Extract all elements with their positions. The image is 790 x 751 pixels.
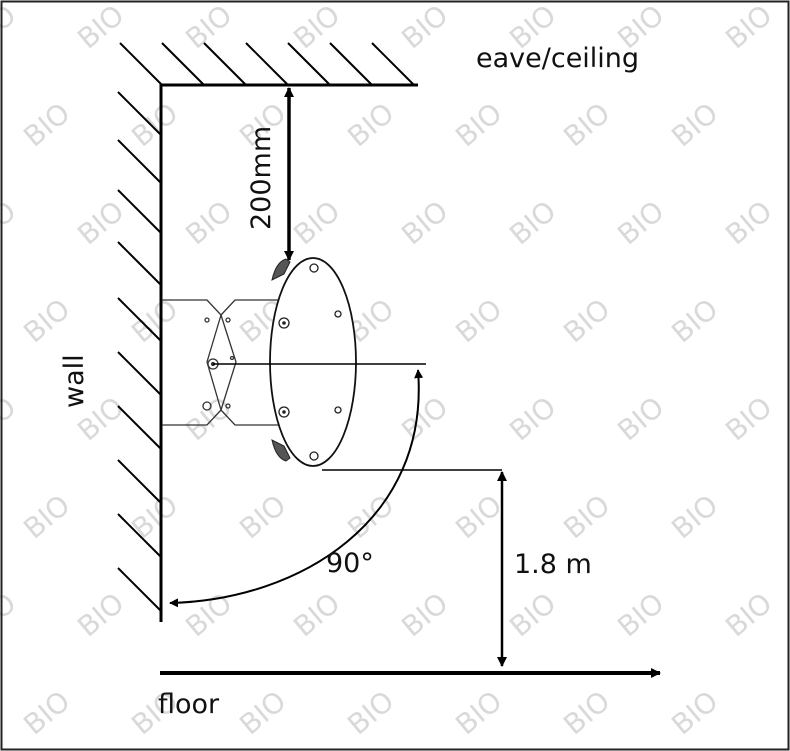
watermark-text: BIO	[665, 684, 724, 741]
watermark-text: BIO	[71, 0, 130, 55]
watermark-text: BIO	[341, 488, 400, 545]
watermark-text: BIO	[395, 194, 454, 251]
watermark-text: BIO	[557, 292, 616, 349]
sensor-housing	[269, 257, 357, 467]
watermark-text: BIO	[0, 390, 22, 447]
watermark-text: BIO	[17, 96, 76, 153]
watermark-text: BIO	[341, 96, 400, 153]
watermark-text: BIO	[503, 194, 562, 251]
angle-label: 90°	[326, 548, 374, 579]
watermark-text: BIO	[179, 586, 238, 643]
watermark-text: BIO	[503, 390, 562, 447]
watermark-text: BIO	[17, 292, 76, 349]
watermark-text: BIO	[503, 586, 562, 643]
height-label: 1.8 m	[514, 549, 592, 580]
watermark-text: BIO	[0, 586, 22, 643]
watermark-text: BIO	[17, 488, 76, 545]
watermark-text: BIO	[719, 0, 778, 55]
watermark-text: BIO	[287, 0, 346, 55]
ceiling-label: eave/ceiling	[476, 43, 639, 74]
wall-hatching	[117, 91, 163, 613]
watermark-text: BIO	[665, 488, 724, 545]
watermark-text: BIO	[71, 194, 130, 251]
watermark-text: BIO	[449, 292, 508, 349]
watermark-text: BIO	[719, 390, 778, 447]
watermark-text: BIO	[665, 96, 724, 153]
watermark-text: BIO	[0, 0, 22, 55]
watermark-text: BIO	[449, 488, 508, 545]
watermark-text: BIO	[665, 292, 724, 349]
watermark-text: BIO	[719, 586, 778, 643]
watermark-text: BIO	[719, 194, 778, 251]
watermark-text: BIO	[287, 586, 346, 643]
watermark-text: BIO	[71, 586, 130, 643]
watermark-text: BIO	[557, 684, 616, 741]
watermark-text: BIO	[557, 96, 616, 153]
watermark-text: BIO	[17, 684, 76, 741]
watermark-text: BIO	[395, 586, 454, 643]
watermark-text: BIO	[233, 684, 292, 741]
watermark-text: BIO	[341, 684, 400, 741]
watermark-text: BIO	[557, 488, 616, 545]
watermark-text: BIO	[179, 194, 238, 251]
watermark-text: BIO	[0, 194, 22, 251]
angle-arc	[169, 369, 424, 608]
watermark-layer: BIO BIO BIO BIO BIO BIO BIO BIO BIO BIO BIO BIO BIO B…	[0, 0, 778, 741]
watermark-text: BIO	[125, 96, 184, 153]
watermark-text: BIO	[611, 390, 670, 447]
floor-label: floor	[158, 689, 220, 720]
wall-label: wall	[59, 354, 90, 408]
watermark-text: BIO	[287, 194, 346, 251]
watermark-text: BIO	[611, 194, 670, 251]
watermark-text: BIO	[395, 390, 454, 447]
watermark-text: BIO	[125, 292, 184, 349]
watermark-text: BIO	[611, 586, 670, 643]
watermark-text: BIO	[233, 488, 292, 545]
ceiling-hatching	[119, 42, 415, 86]
ceiling-distance-label: 200mm	[246, 126, 277, 230]
watermark-text: BIO	[395, 0, 454, 55]
watermark-text: BIO	[449, 684, 508, 741]
watermark-text: BIO	[449, 96, 508, 153]
